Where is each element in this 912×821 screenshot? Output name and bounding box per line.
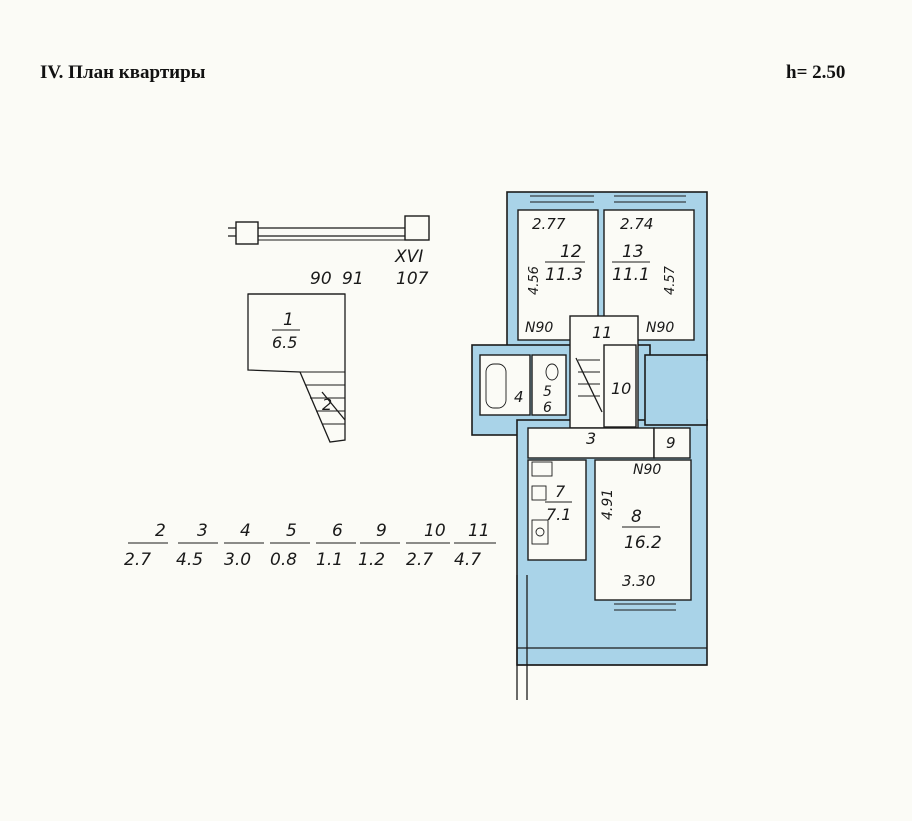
areas-cell-area: 0.8 [270,550,297,570]
room-12-length: 4.56 [527,266,542,295]
areas-cell: 3 4.5 [176,521,218,570]
room-9-number: 9 [666,434,676,452]
room-1-number: 1 [283,310,294,330]
room-7-kitchen [527,459,587,561]
room-8-number: 8 [631,507,642,527]
room-8-width: 3.30 [622,572,655,590]
room-9 [653,427,691,459]
room-13-number: 13 [622,242,644,262]
stair-railing [228,215,430,245]
areas-cell-area: 3.0 [224,550,251,570]
areas-cell: 9 1.2 [358,521,400,570]
room-10-number: 10 [611,379,631,398]
room-11-number: 11 [592,323,612,342]
room-12-area: 11.3 [545,265,583,285]
stair-landing [247,293,346,443]
door-13: N90 [646,320,674,336]
areas-cell: 5 0.8 [270,521,310,570]
xvi-area: 107 [396,269,429,289]
room-3-number: 3 [586,429,596,448]
label-91: 91 [342,269,364,289]
areas-cell-number: 10 [424,521,446,541]
door-8: N90 [633,462,661,478]
areas-cell-area: 2.7 [124,550,151,570]
ceiling-height: h= 2.50 [786,62,846,83]
areas-cell-area: 4.7 [454,550,481,570]
areas-cell-number: 4 [240,521,251,541]
label-90: 90 [310,269,332,289]
room-1-area: 6.5 [272,333,297,352]
door-12: N90 [525,320,553,336]
room-7-area: 7.1 [546,505,571,524]
areas-cell-number: 3 [197,521,208,541]
areas-cell: 11 4.7 [454,521,496,570]
areas-cell-number: 9 [376,521,387,541]
areas-cell-area: 2.7 [406,550,433,570]
room-10 [603,344,637,428]
areas-table: 2 2.7 3 4.5 4 3.0 5 0.8 6 1.1 9 1.2 [124,521,496,570]
room-2-number: 2 [322,395,332,414]
room-4-number: 4 [514,388,524,406]
areas-cell-area: 1.2 [358,550,385,570]
areas-cell-number: 2 [155,521,166,541]
room-13-width: 2.74 [620,215,653,233]
areas-cell: 4 3.0 [224,521,264,570]
room-7-number: 7 [555,482,566,501]
areas-cell: 2 2.7 [124,521,168,570]
room-6-number: 6 [543,400,552,416]
xvi-label: XVI [394,247,423,267]
areas-cell-number: 11 [468,521,490,541]
room-8-area: 16.2 [624,533,662,553]
page-title: IV. План квартиры [40,62,206,83]
room-8 [594,459,692,601]
room-8-length: 4.91 [600,489,616,520]
areas-cell-number: 5 [286,521,297,541]
areas-cell-area: 4.5 [176,550,203,570]
room-5-number: 5 [543,384,552,400]
room-13-area: 11.1 [612,265,650,285]
room-12-number: 12 [560,242,582,262]
areas-cell: 6 1.1 [316,521,356,570]
room-12-width: 2.77 [532,215,566,233]
areas-cell-number: 6 [332,521,343,541]
areas-cell-area: 1.1 [316,550,343,570]
areas-cell: 10 2.7 [406,521,450,570]
room-3-hall [527,427,655,459]
room-13-length: 4.57 [663,265,678,295]
room-4-bath [479,354,531,416]
